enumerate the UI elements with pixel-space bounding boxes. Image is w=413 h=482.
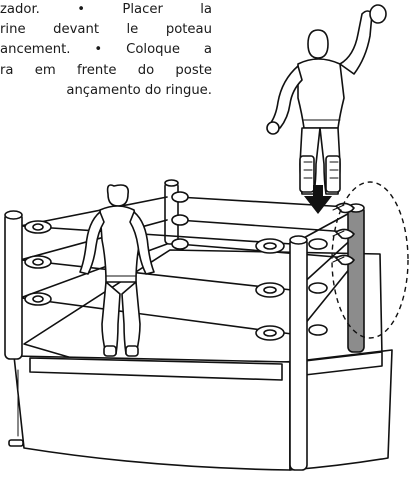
arrow-down-icon	[304, 185, 332, 214]
ring-mat	[23, 249, 383, 373]
instruction-line-3: ancement. • Coloque a	[0, 42, 212, 58]
front-left-post	[4, 210, 52, 447]
launch-post	[332, 202, 365, 353]
front-right-post	[255, 235, 328, 471]
instruction-line-5: ançamento do ringue.	[66, 82, 212, 98]
ring-apron	[13, 349, 393, 471]
back-left-post	[164, 179, 179, 245]
wrestler-figure-jumping	[266, 4, 387, 195]
wrestler-figure-standing	[79, 184, 155, 357]
instruction-line-2: rine devant le poteau	[0, 22, 212, 38]
instruction-text: zador. • Placer la rine devant le poteau…	[0, 0, 212, 101]
launch-post-highlight	[331, 181, 409, 339]
instruction-line-1: zador. • Placer la	[0, 2, 212, 17]
back-left-turnbuckles	[171, 191, 189, 250]
instruction-line-4: ra em frente do poste	[0, 62, 212, 78]
